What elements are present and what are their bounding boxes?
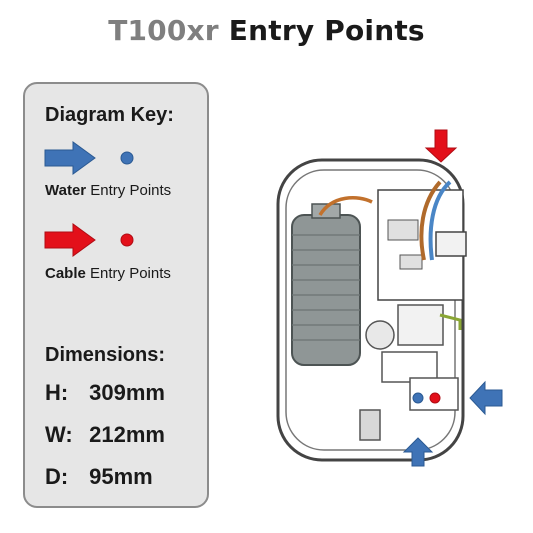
heater-tank [291, 214, 361, 366]
blue-dot-icon [120, 151, 134, 165]
brown-cable [419, 180, 442, 261]
water-entry-label: Water Entry Points [45, 182, 172, 199]
model-name: T100xr [108, 14, 219, 47]
dimension-width: W: 212mm [45, 422, 165, 447]
page-title: T100xr Entry Points [0, 14, 533, 47]
earth-cable [439, 313, 462, 330]
dimension-depth: D: 95mm [45, 464, 153, 489]
blue-arrow-icon [44, 141, 96, 175]
outlet-pipe [359, 409, 381, 441]
shower-unit-diagram [276, 129, 503, 467]
diagram-key-panel: Diagram Key: Water Entry Points Cable En… [23, 82, 209, 508]
blue-arrow-icon [402, 437, 434, 467]
red-arrow-icon [424, 129, 458, 163]
cable-entry-label: Cable Entry Points [45, 265, 171, 282]
blue-cable [428, 180, 452, 261]
red-dot-icon [120, 233, 134, 247]
title-text: Entry Points [228, 14, 425, 47]
diagram-key-heading: Diagram Key: [45, 104, 174, 126]
terminal-block [435, 231, 467, 257]
valve [365, 320, 395, 350]
dimension-height: H: 309mm [45, 380, 165, 405]
cable-legend-icon [44, 223, 134, 257]
water-entry-point [412, 392, 424, 404]
red-arrow-icon [44, 223, 96, 257]
cable-entry-point [429, 392, 441, 404]
blue-arrow-icon [469, 380, 503, 416]
water-legend-icon [44, 141, 134, 175]
dimensions-heading: Dimensions: [45, 344, 166, 366]
